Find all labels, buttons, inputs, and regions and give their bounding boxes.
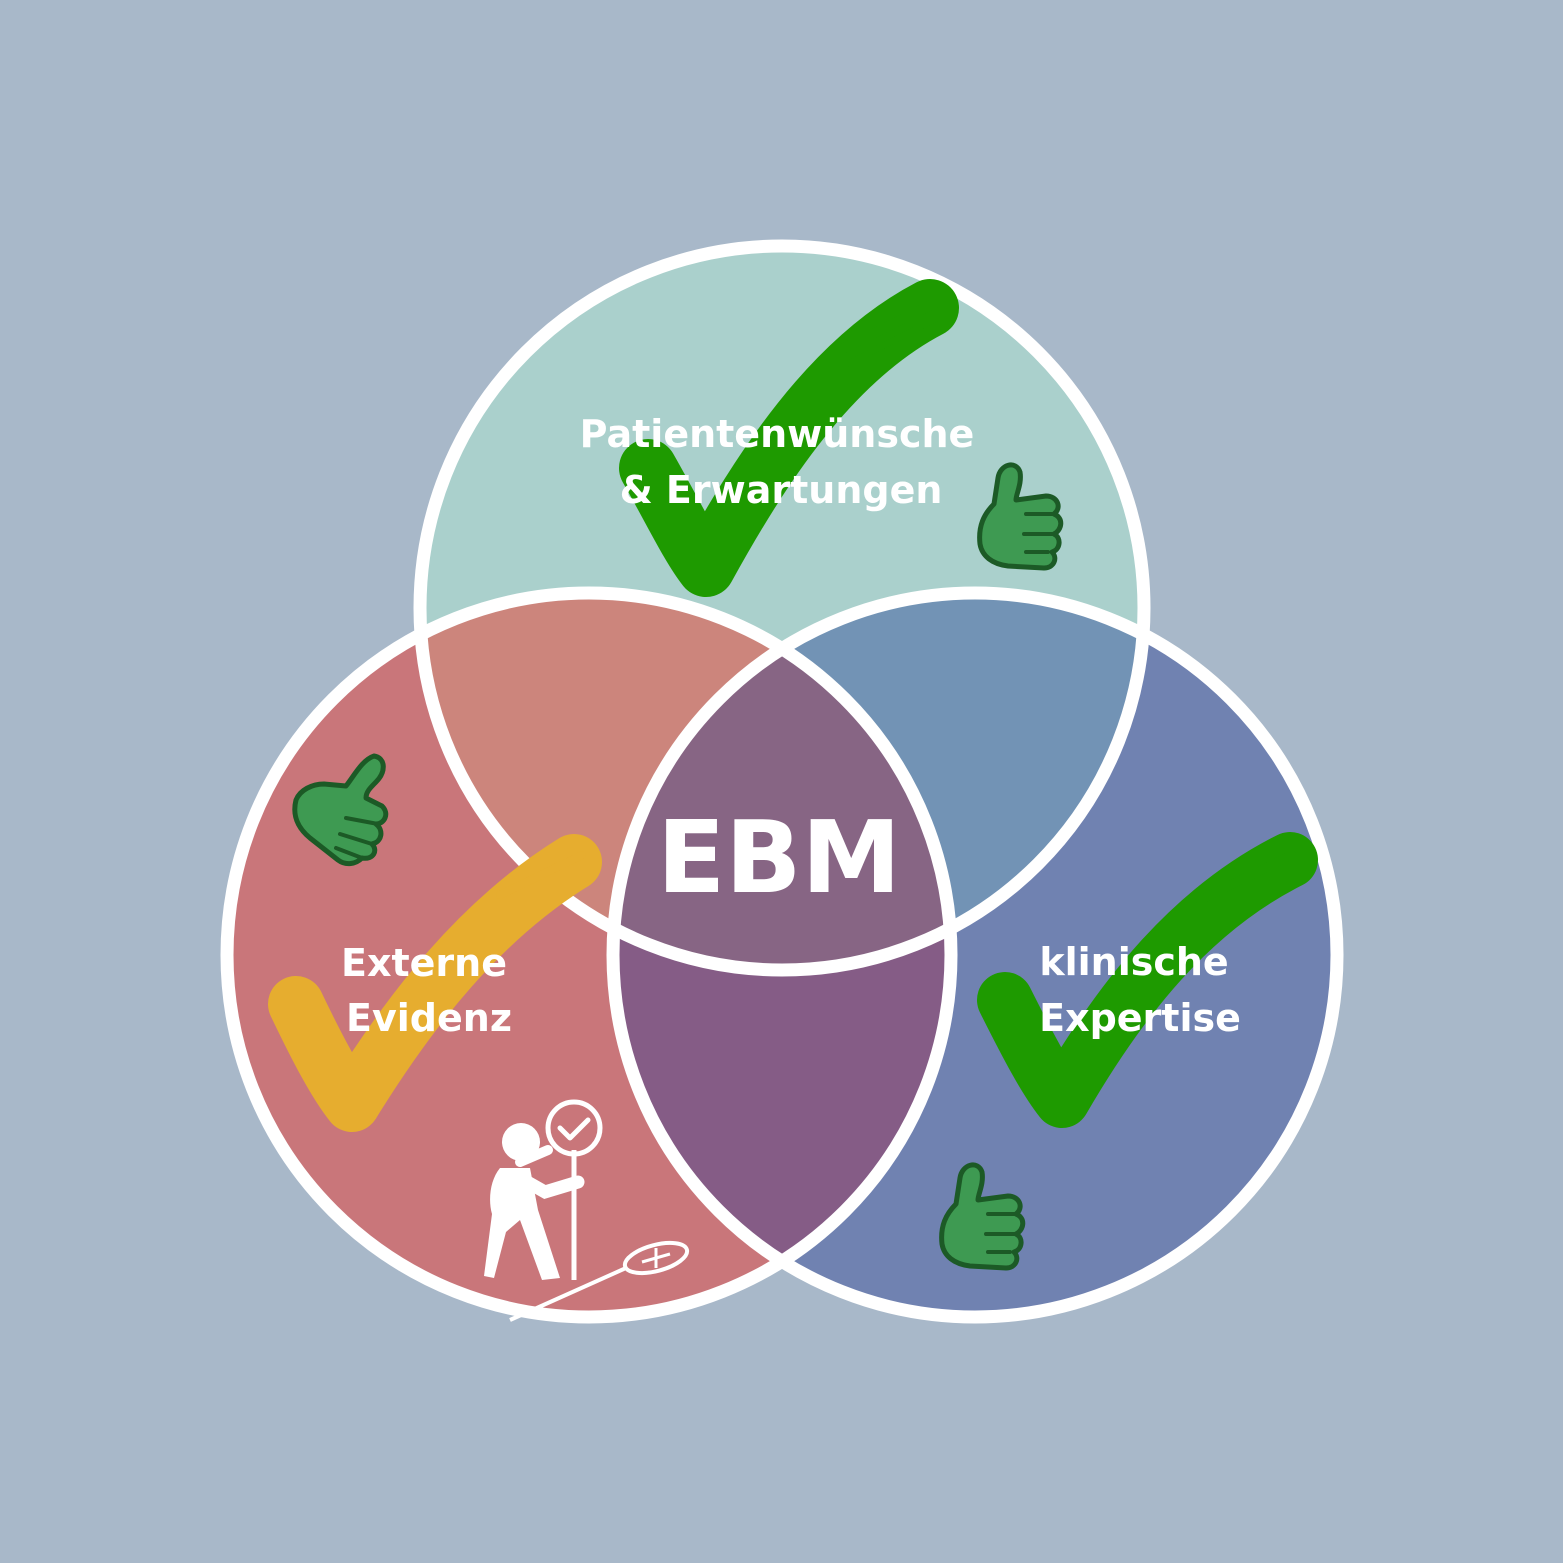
overlap-center (613, 593, 951, 970)
label-right-line2: Expertise (1039, 996, 1241, 1040)
center-label: EBM (657, 799, 901, 916)
label-top-line1: Patientenwünsche (580, 412, 975, 456)
check-mark-icon (977, 832, 1318, 1128)
label-left-line1: Externe (341, 941, 507, 985)
thumbs-up-icon (939, 1162, 1026, 1271)
label-top-line2: & Erwartungen (620, 468, 943, 512)
circle-right-outline (606, 586, 1344, 1324)
thumbs-up-icon (292, 753, 389, 867)
circle-left-outline (220, 586, 958, 1324)
thumbs-up-icon (977, 462, 1064, 571)
label-left-line2: Evidenz (346, 996, 512, 1040)
check-mark-icon (268, 834, 602, 1132)
circle-top-outline (413, 239, 1151, 977)
circle-outlines (220, 239, 1344, 1324)
label-right-line1: klinische (1039, 940, 1228, 984)
person-with-sign-icon (484, 1099, 690, 1322)
check-mark-icon (619, 279, 959, 597)
